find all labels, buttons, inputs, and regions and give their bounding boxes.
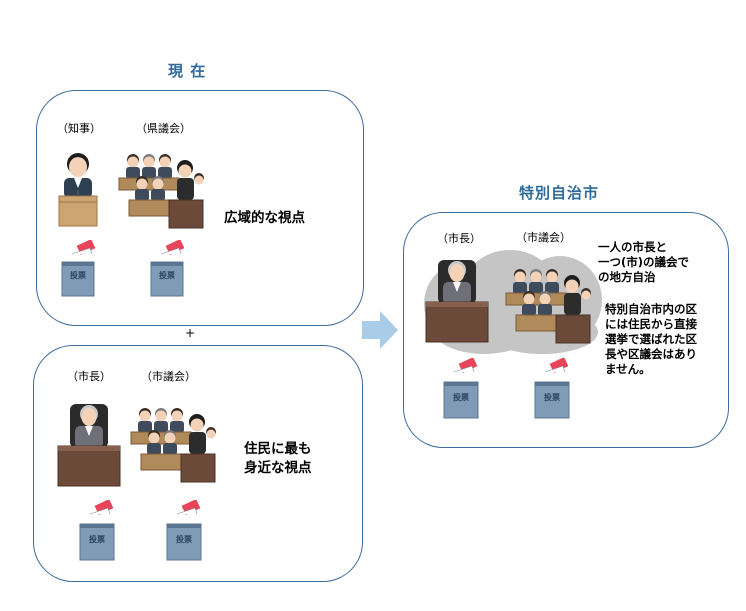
ballot-box: 投票 bbox=[147, 240, 193, 298]
ward-detail-note-line2: には住民から直接 bbox=[605, 317, 697, 331]
city-assembly-label: （市議会） bbox=[141, 370, 196, 383]
ballot-box: 投票 bbox=[76, 500, 122, 562]
ward-detail-note-line5: ません。 bbox=[605, 362, 651, 376]
prefectural-assembly-label: （県議会） bbox=[136, 122, 191, 135]
ward-detail-note-line4: 長や区議会はあり bbox=[605, 347, 697, 361]
plus-sign: + bbox=[185, 326, 196, 340]
governor-label: （知事） bbox=[57, 122, 101, 135]
special-city-title: 特別自治市 bbox=[519, 184, 600, 202]
wide-area-viewpoint-note: 広域的な視点 bbox=[224, 210, 305, 226]
ballot-box: 投票 bbox=[58, 240, 104, 298]
special-city-assembly-illustration bbox=[502, 265, 597, 350]
ballot-box: 投票 bbox=[440, 358, 486, 420]
single-government-note-line2: 一つ(市)の議会で bbox=[598, 255, 690, 269]
governor-illustration bbox=[55, 150, 101, 230]
ballot-box-text: 投票 bbox=[159, 270, 175, 280]
city-assembly-illustration bbox=[127, 404, 222, 489]
special-city-mayor-label: （市長） bbox=[437, 232, 481, 245]
ward-detail-note-line3: 選挙で選ばれた区 bbox=[605, 332, 697, 346]
prefectural-assembly-illustration bbox=[115, 150, 210, 235]
special-city-mayor-illustration bbox=[424, 252, 490, 344]
special-city-assembly-label: （市議会） bbox=[516, 231, 571, 244]
ward-detail-note-line1: 特別自治市内の区 bbox=[605, 302, 697, 316]
ballot-box: 投票 bbox=[163, 500, 209, 562]
ballot-box-text: 投票 bbox=[544, 392, 560, 402]
single-government-note-line3: の地方自治 bbox=[598, 270, 656, 284]
mayor-label: （市長） bbox=[67, 370, 111, 383]
ballot-box-text: 投票 bbox=[453, 392, 469, 402]
ballot-box-text: 投票 bbox=[70, 270, 86, 280]
single-government-note-line1: 一人の市長と bbox=[598, 240, 667, 254]
ballot-box-text: 投票 bbox=[176, 534, 192, 544]
closest-viewpoint-note-line2: 身近な視点 bbox=[244, 460, 312, 476]
transition-arrow bbox=[362, 309, 400, 351]
closest-viewpoint-note-line1: 住民に最も bbox=[244, 441, 312, 457]
ballot-box-text: 投票 bbox=[89, 534, 105, 544]
mayor-illustration bbox=[56, 396, 122, 488]
current-title: 現 在 bbox=[168, 62, 207, 80]
ballot-box: 投票 bbox=[531, 358, 577, 420]
